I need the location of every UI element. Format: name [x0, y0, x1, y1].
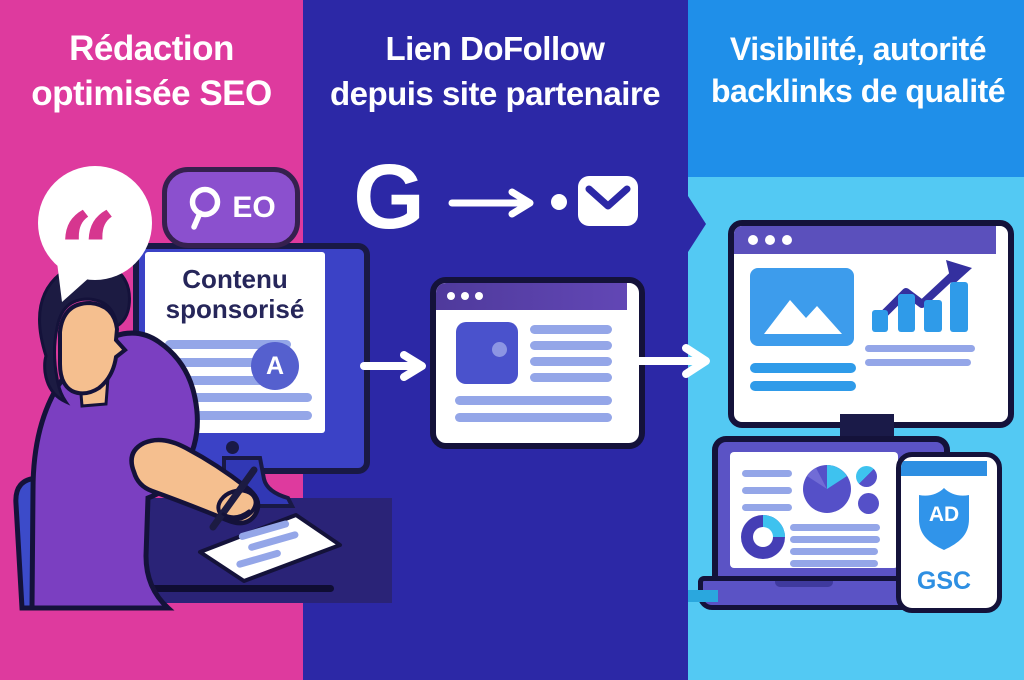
author-avatar: A [251, 342, 299, 390]
small-chart-dot [856, 466, 877, 487]
window-dot [748, 235, 758, 245]
window-dot [461, 292, 469, 300]
bar-chart-bar [950, 282, 968, 332]
window-dot [765, 235, 775, 245]
text-line [530, 341, 612, 350]
middle-title-line1: Lien DoFollow [385, 30, 605, 67]
speech-bubble-tail [56, 254, 100, 302]
partner-site-window [430, 277, 645, 449]
text-line [455, 413, 612, 422]
link-dot [551, 194, 567, 210]
chevron-right-icon [688, 196, 706, 252]
bar-chart-bar [924, 300, 942, 332]
finger-line [221, 509, 251, 519]
text-line [162, 393, 312, 402]
text-line [742, 470, 792, 477]
seo-badge-text: EO [232, 190, 276, 224]
text-line [742, 504, 792, 511]
text-line [865, 359, 971, 366]
screen-heading-line2: sponsorisé [165, 294, 305, 324]
phone-top-bar [901, 461, 987, 476]
window-title-bar [436, 283, 627, 310]
pen [209, 466, 258, 531]
paper-text-lines [236, 520, 299, 568]
quote-icon: “ [58, 189, 118, 312]
person-face [58, 300, 128, 396]
text-line [165, 340, 291, 349]
monitor-neck [840, 414, 894, 440]
arrow-right-icon [624, 344, 710, 378]
article-image-placeholder [456, 322, 518, 384]
mail-icon [578, 176, 638, 226]
text-line [530, 373, 612, 382]
gsc-phone-card: AD GSC [896, 452, 1002, 613]
donut-chart-icon [741, 515, 785, 559]
arrow-right-icon [360, 351, 426, 381]
window-dot [475, 292, 483, 300]
middle-panel-title: Lien DoFollow depuis site partenaire [305, 26, 685, 116]
text-line [750, 363, 856, 373]
left-panel-title: Rédaction optimisée SEO [0, 26, 303, 116]
laptop-base-notch [775, 581, 833, 587]
bar-chart-bar [872, 310, 888, 332]
text-line [162, 411, 312, 420]
text-line [790, 536, 880, 543]
text-line [165, 358, 291, 367]
analytics-monitor [728, 220, 1014, 428]
text-line [742, 487, 792, 494]
desk-edge-line [136, 585, 334, 592]
right-panel-title: Visibilité, autorité backlinks de qualit… [692, 28, 1024, 112]
text-line [165, 376, 291, 385]
right-title-line1: Visibilité, autorité [729, 31, 987, 67]
shield-icon [919, 488, 969, 550]
text-line [865, 345, 975, 352]
middle-title-line2: depuis site partenaire [329, 75, 661, 112]
image-dot [492, 342, 507, 357]
author-avatar-letter: A [265, 352, 285, 380]
monitor-screen: Contenu sponsorisé A [145, 252, 325, 433]
screen-heading-line1: Contenu [182, 264, 288, 294]
floor-shadow [688, 590, 718, 602]
left-title-line2: optimisée SEO [31, 74, 272, 113]
text-line [455, 396, 612, 405]
panel-right-header-background [688, 0, 1024, 177]
small-chart-dot [858, 493, 879, 514]
seo-badge: EO [162, 167, 300, 248]
sponsored-content-heading: Contenu sponsorisé [145, 264, 325, 324]
text-line [790, 548, 878, 555]
mountain-icon [764, 300, 842, 334]
left-title-line1: Rédaction [69, 29, 234, 68]
right-title-line2: backlinks de qualité [710, 73, 1006, 109]
laptop-base [698, 576, 920, 610]
gsc-badge-text: GSC [916, 567, 972, 595]
text-line [530, 325, 612, 334]
text-line [750, 381, 856, 391]
window-title-bar [734, 226, 996, 254]
window-dot [447, 292, 455, 300]
image-placeholder-icon [750, 268, 854, 346]
monitor-camera-dot [226, 441, 239, 454]
bar-chart-bar [898, 294, 915, 332]
text-line [790, 524, 880, 531]
text-line [530, 357, 612, 366]
google-icon: G [353, 146, 425, 248]
window-dot [782, 235, 792, 245]
arrow-right-icon [448, 188, 534, 218]
text-line [790, 560, 878, 567]
laptop-screen [730, 452, 898, 568]
search-icon [190, 186, 221, 230]
ads-badge-text: AD [928, 503, 960, 526]
pie-chart-icon [803, 465, 851, 513]
